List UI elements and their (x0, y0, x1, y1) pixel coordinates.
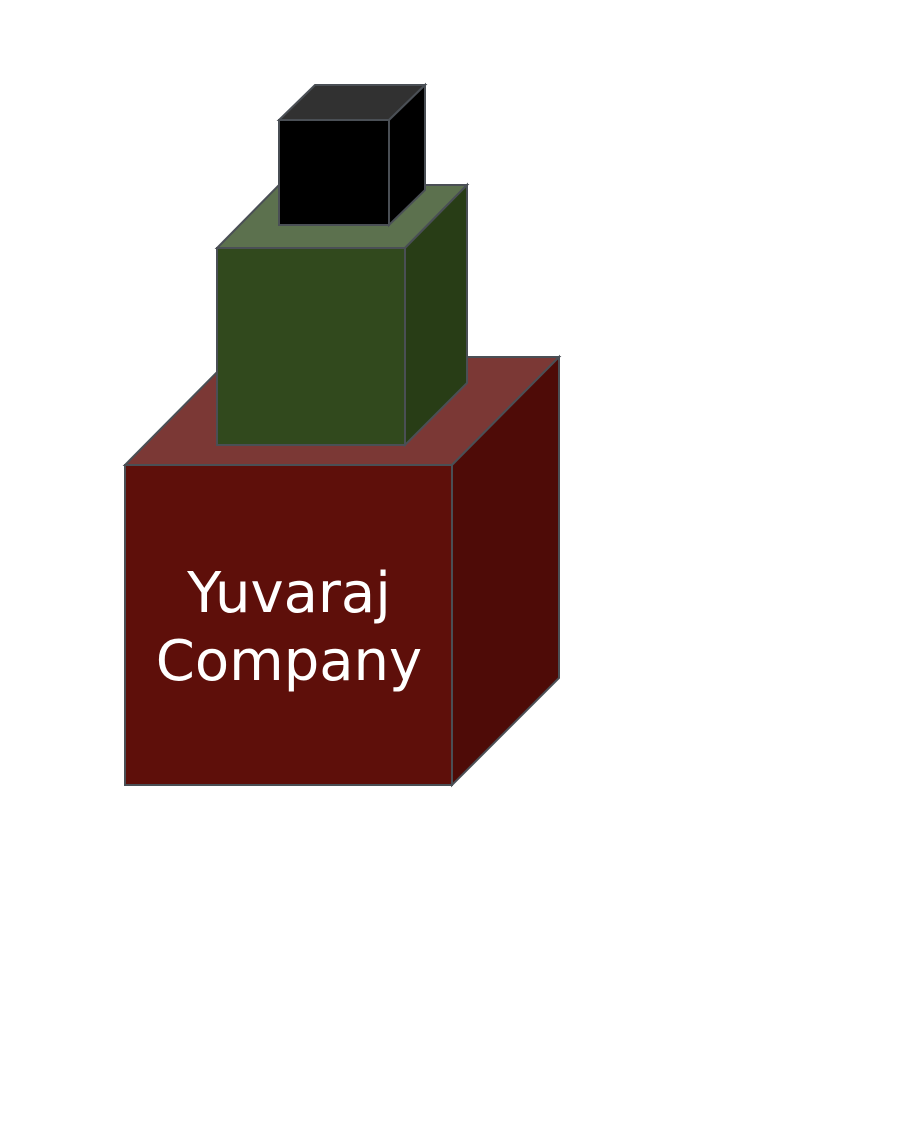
top-cube-front-face (278, 119, 390, 226)
company-label-line-2: Company (156, 629, 422, 694)
company-label-line-1: Yuvaraj (186, 561, 391, 626)
top-cube (276, 82, 428, 228)
bottom-cube-front-face (124, 464, 453, 786)
middle-cube-front-face (216, 247, 406, 446)
